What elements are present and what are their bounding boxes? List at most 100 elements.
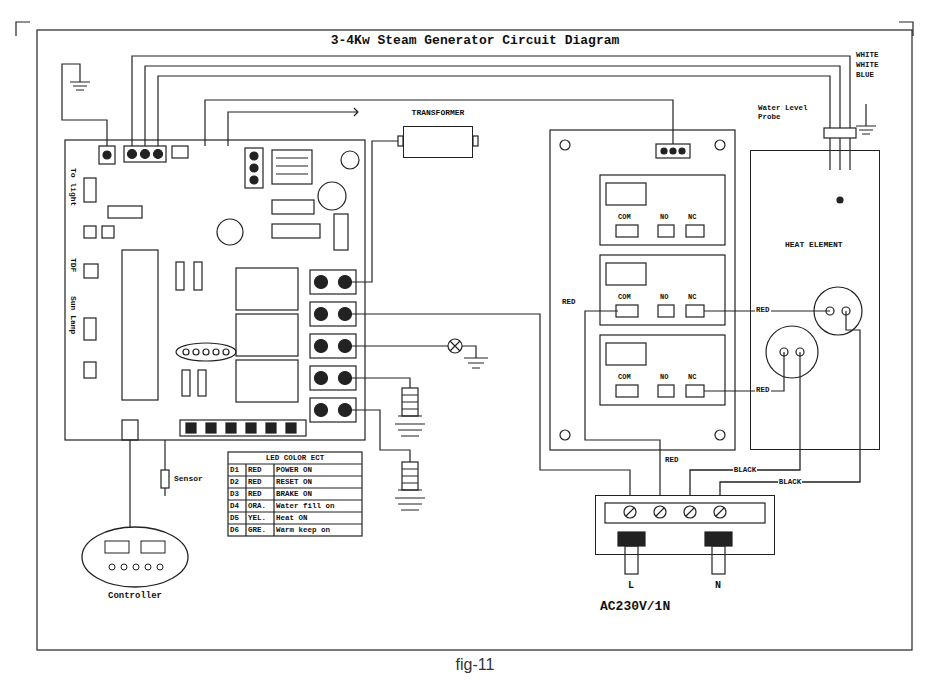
controller-panel: Controller: [80, 525, 194, 607]
relay-board: [616, 225, 638, 237]
wire: [158, 76, 830, 170]
control-board: [99, 146, 115, 164]
part-label: NC: [688, 213, 696, 221]
table-cell: D4: [228, 500, 246, 512]
led-table: [228, 452, 362, 536]
control-board: [84, 178, 96, 202]
node-label: TRANSFORMER: [388, 108, 488, 117]
ground-symbol: [62, 64, 107, 146]
control-board: [193, 349, 199, 355]
solenoid-valve: [395, 498, 425, 510]
wire: [132, 56, 850, 170]
wire: [799, 352, 800, 450]
terminal-block: [605, 503, 765, 523]
relay-board: [679, 148, 685, 154]
led-table: [228, 464, 362, 524]
board-port-label: TDF: [69, 258, 78, 272]
control-board: [310, 334, 356, 358]
table-cell: GRE.: [246, 524, 274, 536]
part-label: RED: [755, 386, 771, 395]
control-board: [103, 151, 111, 159]
relay-board: [600, 335, 725, 405]
control-board: [339, 404, 352, 417]
control-board: [245, 148, 263, 188]
control-board: [141, 150, 150, 159]
controller-button: [109, 564, 115, 570]
lamp-symbol: [450, 341, 460, 351]
part-label: COM: [618, 213, 631, 221]
control-board: [341, 151, 359, 169]
relay-board: [656, 144, 690, 158]
control-board: [198, 370, 206, 396]
part-label: NC: [688, 293, 696, 301]
relay-board: [658, 305, 674, 317]
control-board: [194, 262, 202, 290]
lamp-symbol: [448, 339, 488, 368]
table-cell: D2: [228, 476, 246, 488]
table-cell: D3: [228, 488, 246, 500]
control-board: [236, 268, 298, 310]
relay-board: [658, 385, 674, 397]
controller-outline: [80, 525, 190, 589]
table-cell: BRAKE ON: [274, 488, 362, 500]
transformer-tabs: [473, 136, 478, 146]
control-board: [124, 146, 166, 162]
water-level-probe: [824, 128, 856, 138]
control-board: [172, 146, 188, 158]
part-label: NO: [660, 213, 668, 221]
controller-button: [145, 564, 151, 570]
sensor-probe: [164, 488, 165, 496]
control-board: [182, 370, 190, 396]
wire-connector: [720, 450, 860, 495]
control-board: [276, 158, 308, 174]
control-board: [183, 349, 189, 355]
relay-board: [616, 385, 638, 397]
lamp-symbol: [448, 339, 462, 353]
controller-display: [105, 541, 129, 553]
terminal-block: [705, 532, 732, 546]
terminal-block: [625, 546, 638, 574]
control-board: [84, 362, 96, 378]
wire: [352, 314, 630, 495]
control-board: [339, 308, 352, 321]
transformer-box: TRANSFORMER: [388, 108, 492, 164]
part-label: RED: [665, 456, 679, 465]
wire-connector: [690, 450, 800, 495]
control-board: [318, 182, 346, 210]
control-board: [310, 270, 356, 294]
water-level-probe: [824, 128, 856, 138]
control-board: [154, 150, 163, 159]
relay-board: [560, 430, 570, 440]
wire: [462, 346, 476, 358]
control-board: [272, 224, 320, 238]
terminal-block: [618, 532, 645, 546]
node-label: Controller: [80, 591, 190, 601]
heater-housing-outline: [750, 150, 880, 450]
terminal-label: N: [715, 580, 721, 592]
part-label: NC: [688, 373, 696, 381]
part-label: COM: [618, 373, 631, 381]
control-board: [250, 164, 258, 172]
relay-board: [600, 175, 725, 245]
part-label: COM: [618, 293, 631, 301]
control-board: [223, 349, 229, 355]
control-board: [128, 150, 137, 159]
table-cell: Water fill on: [274, 500, 362, 512]
ground-symbol: [70, 82, 90, 90]
led-table: [246, 464, 274, 536]
table-cell: ORA.: [246, 500, 274, 512]
led-table: [228, 452, 362, 536]
ground-symbol: [62, 64, 107, 146]
control-board: [334, 214, 348, 250]
board-port-label: Sun Lamp: [69, 296, 78, 334]
controller-button: [121, 564, 127, 570]
page-frame: [16, 22, 913, 650]
terminal-block: [605, 503, 765, 574]
control-board: [176, 343, 236, 361]
heating-element: [780, 348, 788, 356]
wire-color: WHITE: [856, 61, 879, 70]
node-label: Water Level Probe: [758, 104, 824, 121]
control-board: [122, 250, 158, 400]
node-label: HEAT ELEMENT: [785, 240, 843, 249]
